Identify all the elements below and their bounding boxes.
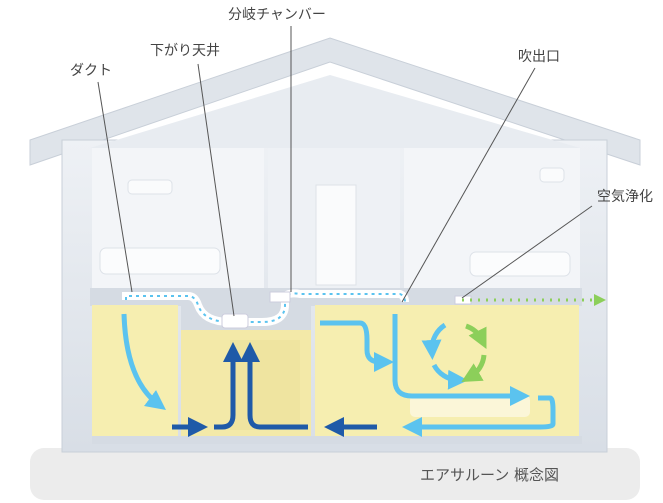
label-duct: ダクト [70, 63, 112, 79]
ground [30, 448, 640, 500]
label-lowered-ceiling: 下がり天井 [150, 43, 220, 59]
return-air-arrows [172, 342, 377, 437]
leader-lines [97, 26, 593, 317]
label-air-purifier: 空気浄化 [597, 189, 653, 205]
label-outlet: 吹出口 [518, 49, 560, 65]
purify-arrows [461, 323, 487, 382]
roof [29, 37, 641, 166]
diagram-caption: エアサルーン 概念図 [420, 466, 560, 484]
cool-air-arrows [121, 313, 556, 437]
label-branch-chamber: 分岐チャンバー [228, 7, 326, 23]
branch-chamber [221, 313, 249, 329]
